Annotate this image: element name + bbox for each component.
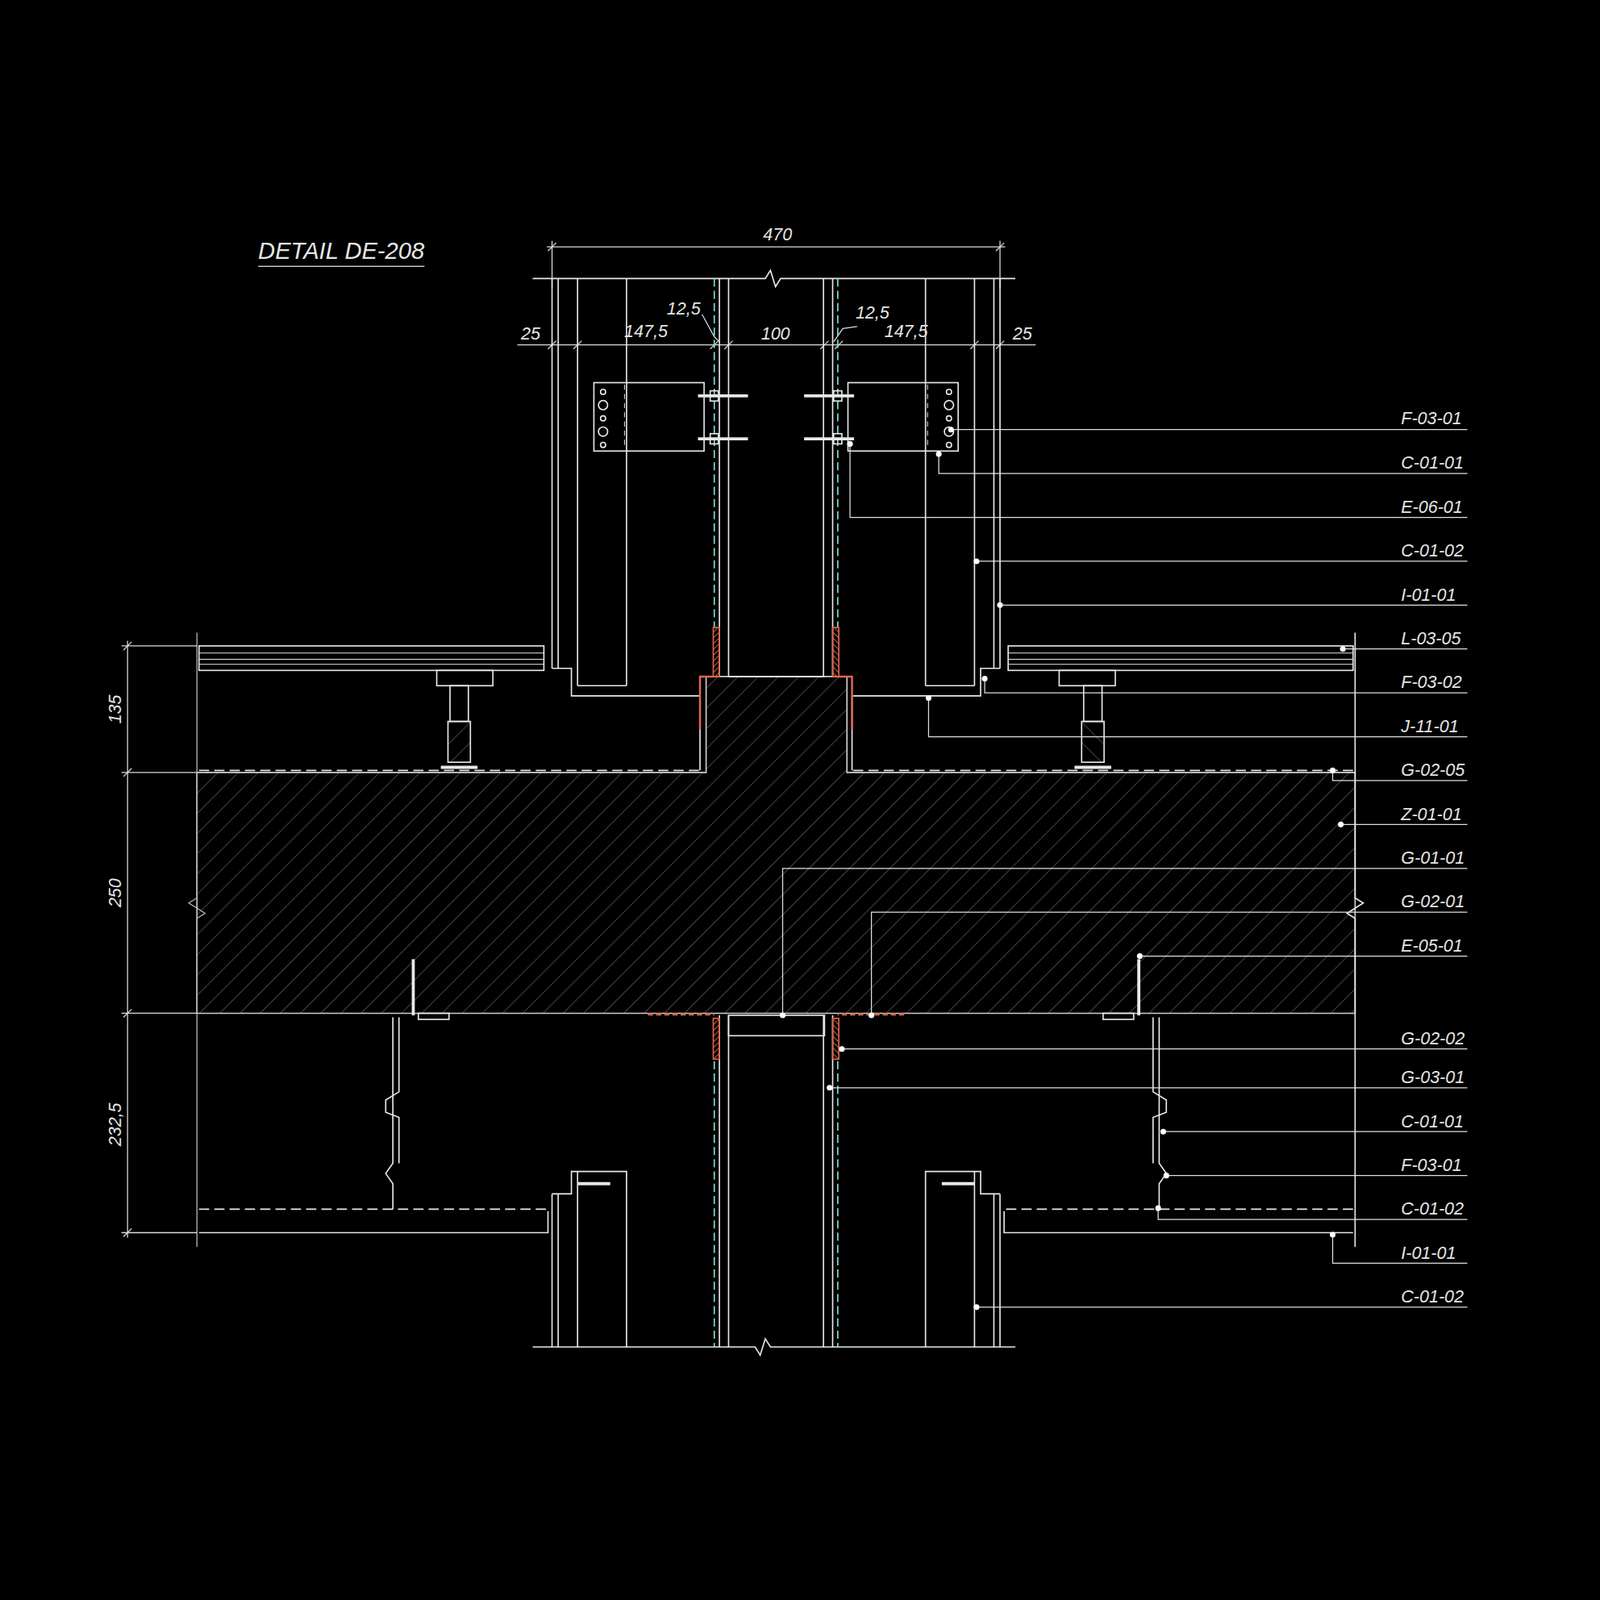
callout-code: C-01-01 xyxy=(1400,454,1464,473)
detail-title: DETAIL DE-208 xyxy=(258,239,425,267)
dimension: 12,5 xyxy=(666,300,701,319)
callout-code: F-03-01 xyxy=(1400,1156,1462,1175)
callout-code: G-02-02 xyxy=(1400,1029,1465,1048)
callout-code: C-01-02 xyxy=(1400,1200,1464,1219)
dimension: 25 xyxy=(520,325,541,343)
callout-code: I-01-01 xyxy=(1400,586,1456,605)
callout-code: E-05-01 xyxy=(1400,937,1463,955)
dimension: 100 xyxy=(761,325,791,343)
dimension: 470 xyxy=(762,225,792,244)
dimension: 12,5 xyxy=(855,304,890,323)
callout-code: C-01-01 xyxy=(1400,1112,1464,1131)
dimension: 135 xyxy=(106,694,125,724)
callout-code: L-03-05 xyxy=(1400,629,1461,648)
callout-code: G-02-05 xyxy=(1400,762,1465,780)
dimension: 147,5 xyxy=(624,322,668,341)
dimension: 25 xyxy=(1012,325,1033,343)
callout-code: Z-01-01 xyxy=(1400,805,1462,824)
callout-code: J-11-01 xyxy=(1400,717,1459,736)
callout-code: C-01-02 xyxy=(1400,1287,1464,1306)
dimension: 250 xyxy=(106,878,125,908)
callout-code: I-01-01 xyxy=(1400,1244,1456,1263)
callout-code: F-03-02 xyxy=(1400,674,1462,692)
dimension: 147,5 xyxy=(884,322,929,341)
callout-code: C-01-02 xyxy=(1400,542,1464,561)
callout-code: E-06-01 xyxy=(1400,498,1463,517)
callout-code: G-03-01 xyxy=(1400,1068,1465,1087)
callout-code: G-02-01 xyxy=(1400,893,1465,912)
callout-code: G-01-01 xyxy=(1400,849,1465,867)
callout-code: F-03-01 xyxy=(1400,409,1462,428)
dimension: 232,5 xyxy=(106,1102,125,1146)
